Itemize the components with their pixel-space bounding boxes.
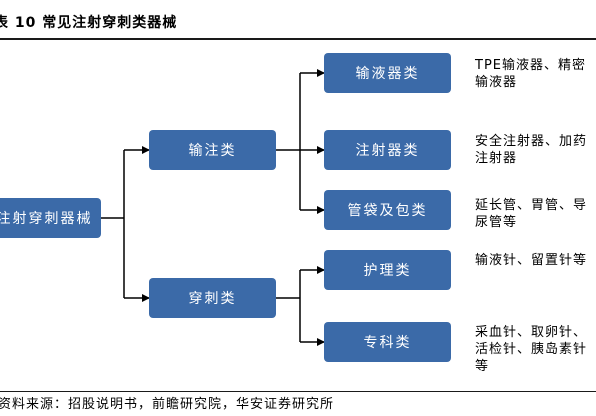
title-prefix: 表 [0, 15, 9, 31]
node-infusion-set: 输液器类 [324, 53, 451, 93]
note-tubes-bags: 延长管、胃管、导尿管等 [475, 198, 588, 230]
node-specialty: 专科类 [324, 322, 451, 362]
title-number: 10 [14, 15, 37, 31]
node-infusion: 输注类 [149, 130, 276, 170]
note-syringe: 安全注射器、加药注射器 [475, 134, 588, 166]
note-care: 输液针、留置针等 [475, 253, 588, 268]
bottom-rule [0, 391, 596, 392]
node-syringe: 注射器类 [324, 130, 451, 170]
node-root: 注射穿刺器械 [0, 198, 101, 238]
source-note: 资料来源：招股说明书，前瞻研究院，华安证券研究所 [0, 397, 335, 412]
node-care: 护理类 [324, 250, 451, 290]
top-rule [0, 38, 596, 40]
table-title: 表 10 常见注射穿刺类器械 [0, 12, 596, 34]
node-puncture: 穿刺类 [149, 278, 276, 318]
note-infusion-set: TPE输液器、精密输液器 [475, 58, 586, 90]
title-text: 常见注射穿刺类器械 [42, 15, 178, 31]
node-tubes-bags: 管袋及包类 [324, 190, 451, 230]
note-specialty: 采血针、取卵针、活检针、胰岛素针等 [475, 325, 588, 374]
